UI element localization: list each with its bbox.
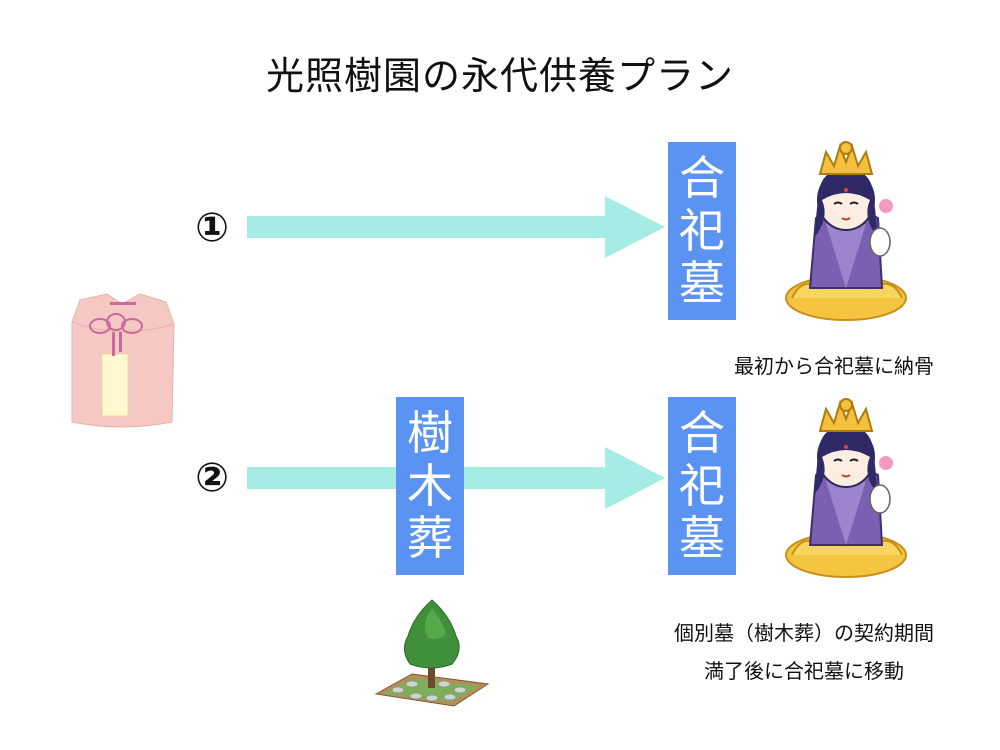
plan-2-number: ② [195,455,229,501]
box-char: 祀 [679,203,725,258]
box-char: 合 [679,405,725,460]
plan-1-communal-grave-box: 合 祀 墓 [668,142,736,320]
box-char: 木 [407,458,453,513]
box-char: 墓 [679,511,725,566]
plan-2-communal-grave-box: 合 祀 墓 [668,397,736,575]
box-char: 樹 [407,405,453,460]
plan-1-caption: 最初から合祀墓に納骨 [734,350,934,379]
caption-line: 最初から合祀墓に納骨 [734,354,934,378]
caption-line: 満了後に合祀墓に移動 [704,659,904,683]
box-char: 祀 [679,458,725,513]
plan-2-tree-burial-box: 樹 木 葬 [396,397,464,575]
plan-2-caption: 個別墓（樹木葬）の契約期間 満了後に合祀墓に移動 [674,614,934,690]
urn-bag-icon [71,293,175,428]
plan-1-arrow [247,196,665,258]
kannon-statue-icon [785,141,907,321]
tree-icon [374,599,490,707]
kannon-statue-icon [785,398,907,578]
box-char: 葬 [407,511,453,566]
caption-line: 個別墓（樹木葬）の契約期間 [674,621,934,645]
box-char: 合 [679,150,725,205]
box-char: 墓 [679,256,725,311]
plan-1-number: ① [195,205,229,251]
page-title: 光照樹園の永代供養プラン [265,54,734,98]
